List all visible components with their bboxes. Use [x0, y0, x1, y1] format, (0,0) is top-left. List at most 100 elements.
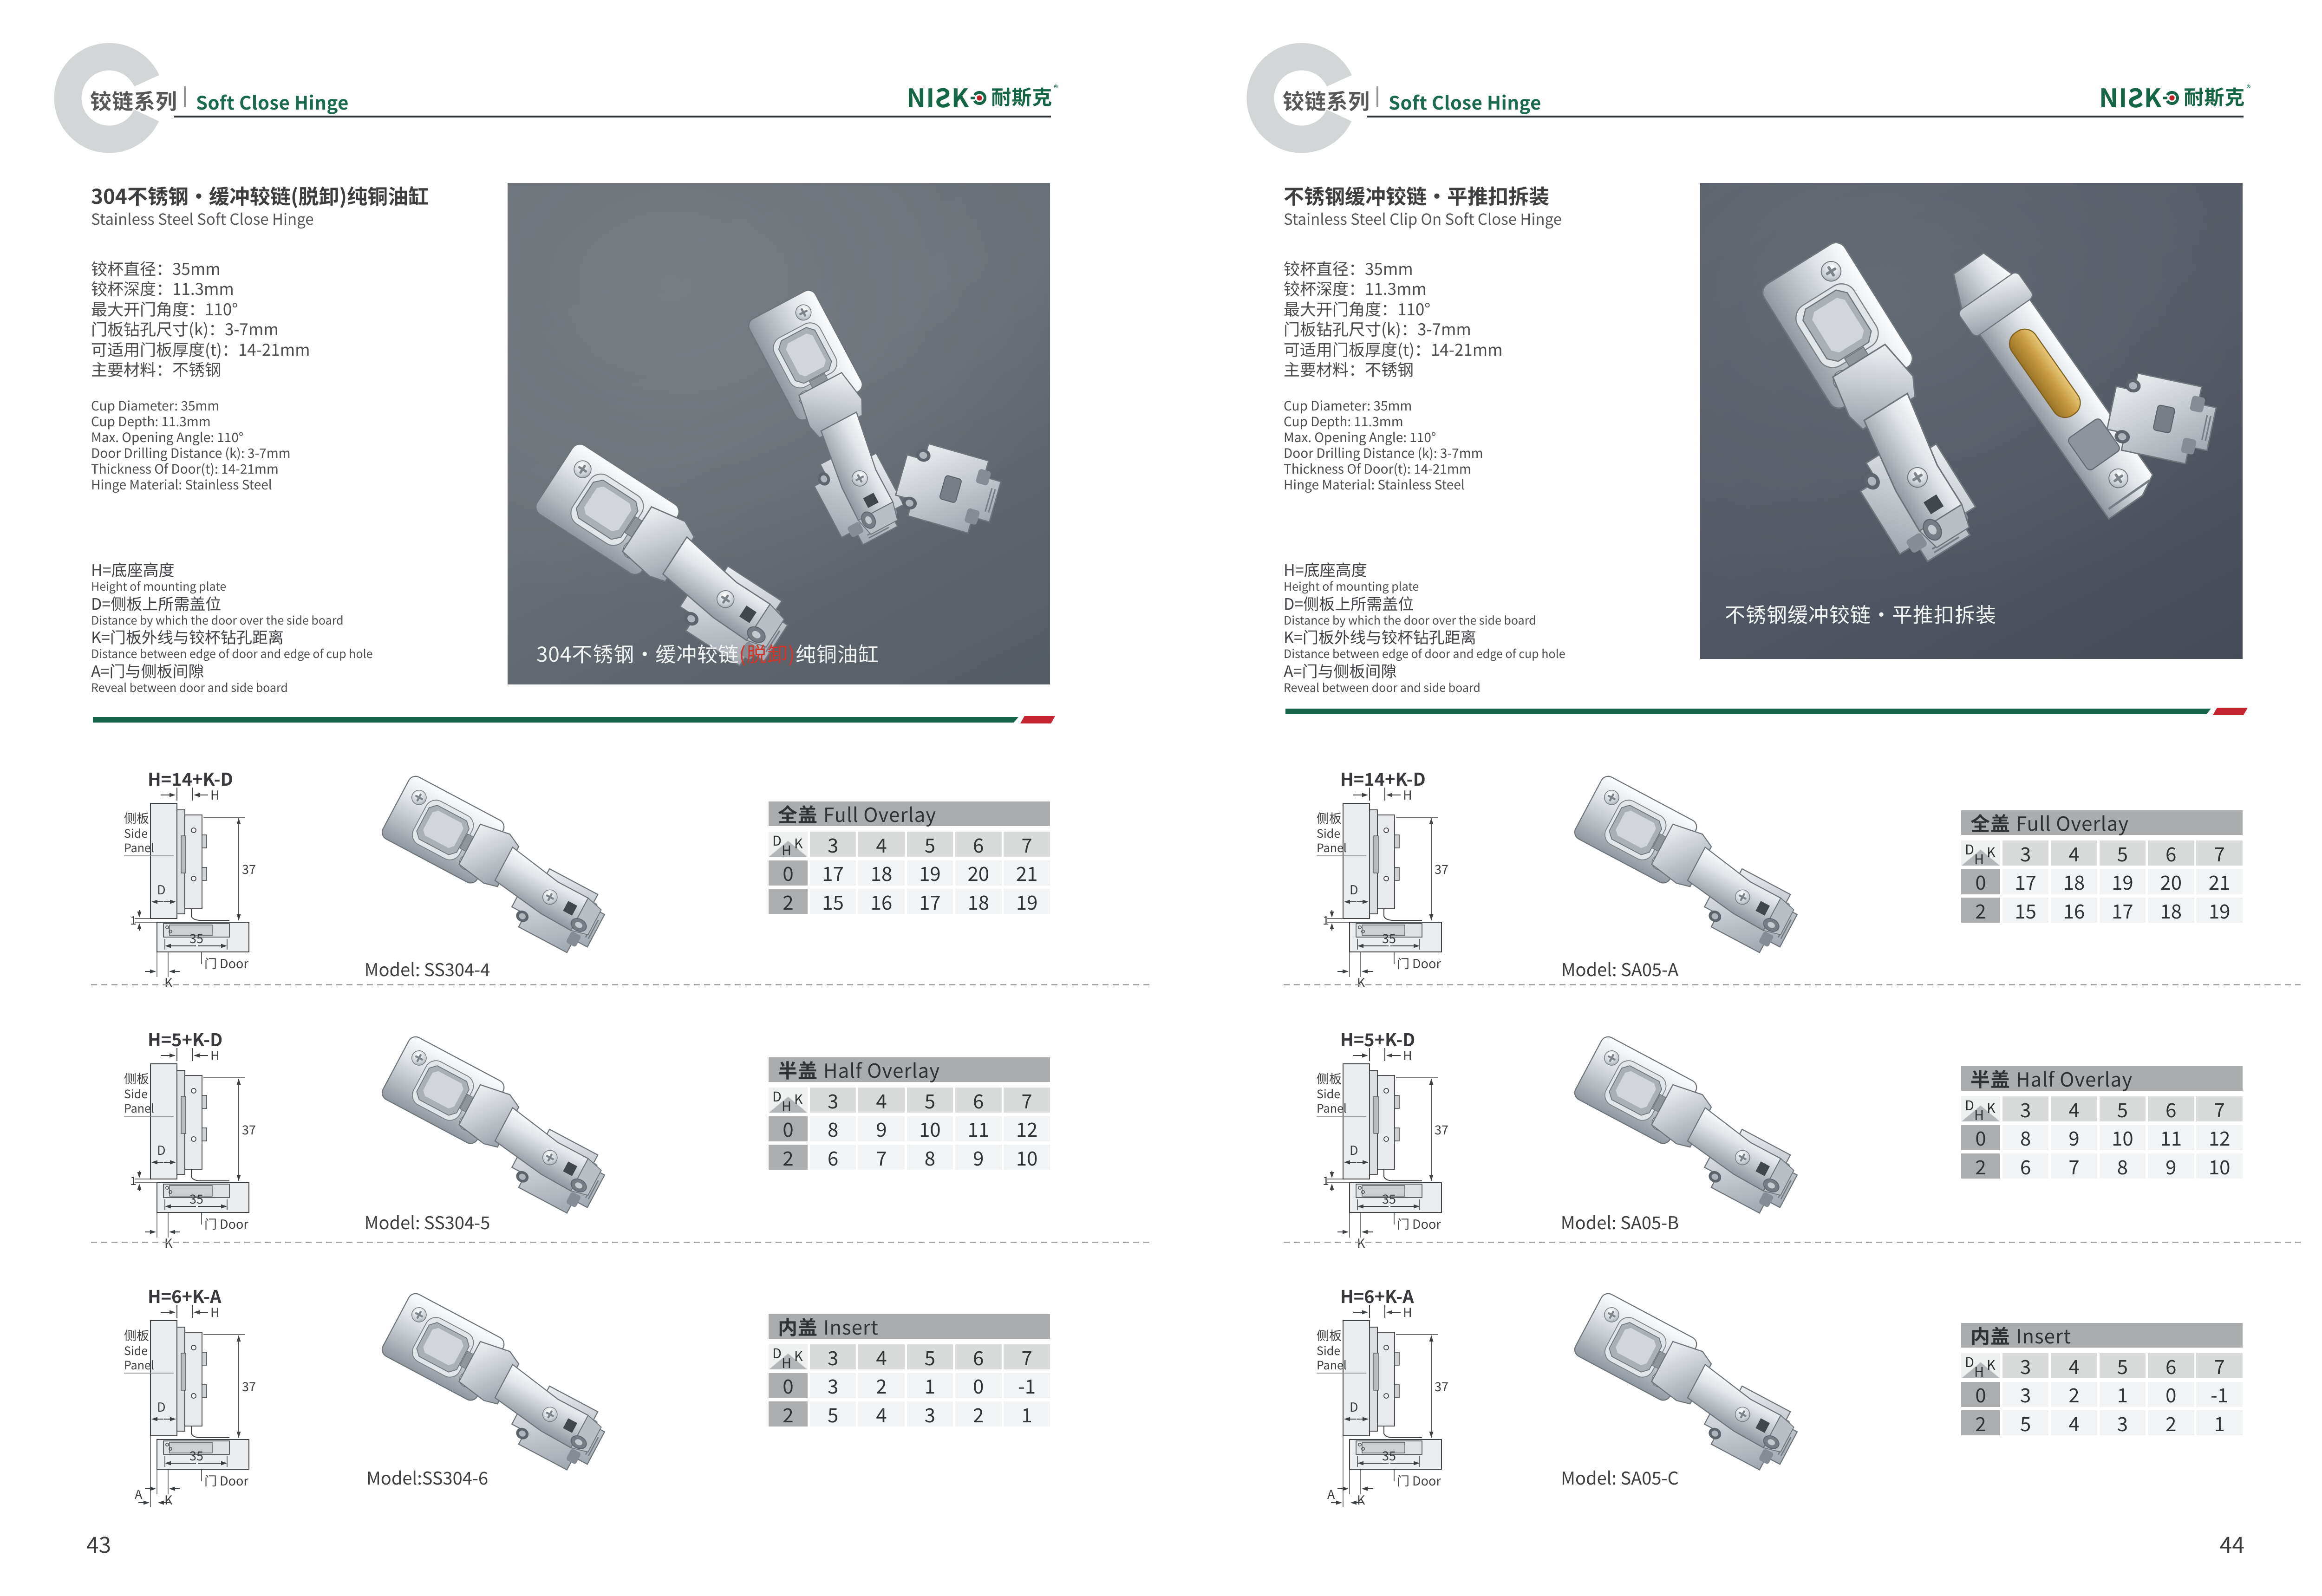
diagram-formula: H=5+K-D: [148, 1031, 222, 1051]
table-cell: 9: [2147, 1152, 2194, 1180]
table-cell: 2: [858, 1371, 905, 1400]
panel-label-zh: 侧板: [1317, 1069, 1342, 1087]
spec-line-zh: 可适用门板厚度(t)：14-21mm: [1284, 337, 1503, 361]
panel-label-zh: 侧板: [124, 1326, 149, 1344]
photo-caption-pre: 不锈钢缓冲铰链·平推扣拆装: [1725, 599, 1996, 628]
hinge-product-image: [1559, 1027, 1829, 1236]
dim-d-label: D: [157, 1397, 166, 1415]
dim-k-label: K: [164, 1490, 173, 1508]
table-cell: 10: [2196, 1152, 2243, 1180]
brand-wordmark-k: K: [2144, 78, 2162, 115]
table-col-header: 3: [809, 1086, 856, 1114]
table-cell: 1: [2196, 1409, 2243, 1437]
table-cell: 18: [2051, 867, 2097, 896]
corner-h: H: [782, 840, 791, 857]
dim-a-label: A: [1327, 1485, 1335, 1503]
table-cell: 8: [2002, 1123, 2049, 1152]
table-corner-cell: D K H: [1961, 1353, 2000, 1378]
spec-list-zh: 铰杯直径：35mm 铰杯深度：11.3mm 最大开门角度：110° 门板钻孔尺寸…: [91, 258, 310, 379]
door-label: 门 Door: [1397, 1214, 1441, 1232]
table-col-header: 6: [2147, 839, 2194, 867]
spec-line-zh: 最大开门角度：110°: [1284, 296, 1431, 320]
table-cell: 3: [809, 1371, 856, 1400]
legend-zh: D=侧板上所需盖位: [91, 591, 222, 614]
table-cell: 21: [1004, 859, 1050, 887]
spec-line-zh: 铰杯直径：35mm: [91, 256, 221, 280]
table-cell: 20: [955, 859, 1002, 887]
corner-k: K: [1987, 1098, 1996, 1117]
spec-line-en: Door Drilling Distance (k): 3-7mm: [91, 443, 291, 462]
corner-d: D: [1965, 840, 1974, 859]
table-grid: D K H 3 4 5 6 7 0 3 2 1 0 -1 2 5 4 3 2 1: [769, 1343, 1050, 1428]
table-col-header: 3: [2002, 1352, 2049, 1380]
table-col-header: 7: [2196, 839, 2243, 867]
panel-label-en1: Side: [124, 1342, 148, 1359]
brand-registered-mark: ®: [1054, 82, 1058, 93]
dim-37-label: 37: [242, 1120, 256, 1138]
panel-label-zh: 侧板: [124, 1069, 149, 1087]
spec-line-en: Hinge Material: Stainless Steel: [91, 475, 272, 494]
series-c-ring-icon: [54, 43, 164, 153]
row-separator: [91, 984, 1151, 985]
corner-k: K: [794, 1346, 803, 1365]
spec-line-en: Cup Depth: 11.3mm: [91, 412, 211, 430]
table-corner-cell: D K H: [769, 1344, 808, 1369]
door-label: 门 Door: [1397, 1471, 1441, 1489]
table-cell: 11: [955, 1114, 1002, 1143]
table-cell: 19: [907, 859, 953, 887]
dim-h-label: H: [1403, 785, 1412, 803]
table-cell: 7: [858, 1143, 905, 1172]
dim-35-label: 35: [189, 1189, 203, 1207]
corner-h: H: [1974, 1361, 1984, 1378]
table-cell: 5: [2002, 1409, 2049, 1437]
row-separator: [1284, 1242, 2301, 1243]
spec-line-en: Door Drilling Distance (k): 3-7mm: [1284, 443, 1483, 462]
spec-line-en: Max. Opening Angle: 110°: [1284, 428, 1436, 446]
table-col-header: 3: [809, 1343, 856, 1371]
table-title-en: Half Overlay: [823, 1055, 940, 1084]
dim-37-label: 37: [242, 860, 256, 878]
photo-caption: 不锈钢缓冲铰链·平推扣拆装: [1725, 599, 1996, 628]
spec-line-en: Max. Opening Angle: 110°: [91, 428, 244, 446]
table-corner-cell: D K H: [769, 832, 808, 857]
panel-label-en1: Side: [124, 1085, 148, 1102]
table-title-zh: 内盖: [1970, 1321, 2011, 1349]
model-label: Model: SA05-C: [1561, 1464, 1679, 1490]
table-col-header: 3: [2002, 1095, 2049, 1123]
dim-35-label: 35: [1382, 929, 1396, 947]
model-label: Model: SS304-5: [364, 1209, 490, 1234]
diagram-formula: H=6+K-A: [148, 1288, 222, 1308]
table-grid: D K H 3 4 5 6 7 0 17 18 19 20 21 2 15 16…: [769, 830, 1050, 916]
door-label: 门 Door: [204, 1471, 248, 1489]
table-cell: 11: [2147, 1123, 2194, 1152]
table-cell: 0: [955, 1371, 1002, 1400]
dimension-legend: H=底座高度 Height of mounting plate D=侧板上所需盖…: [91, 560, 373, 695]
spec-list-en: Cup Diameter: 35mm Cup Depth: 11.3mm Max…: [1284, 397, 1483, 492]
panel-label-en2: Panel: [124, 1356, 154, 1373]
series-title-en: Soft Close Hinge: [1389, 88, 1541, 115]
corner-k: K: [794, 1089, 803, 1108]
panel-label-en2: Panel: [124, 1100, 154, 1116]
table-col-header: 4: [858, 830, 905, 859]
panel-label-zh: 侧板: [124, 808, 149, 827]
corner-k: K: [1987, 842, 1996, 861]
dim-k-label: K: [1357, 1233, 1365, 1250]
table-title-zh: 半盖: [1970, 1064, 2011, 1093]
legend-en: Distance between edge of door and edge o…: [91, 645, 373, 662]
table-cell: 17: [809, 859, 856, 887]
dim-35-label: 35: [189, 1446, 203, 1464]
dim-k-label: K: [164, 1233, 173, 1250]
model-label: Model: SS304-4: [364, 956, 490, 981]
table-col-header: 4: [858, 1343, 905, 1371]
spec-line-zh: 主要材料：不锈钢: [1284, 357, 1414, 381]
table-cell: 1: [907, 1371, 953, 1400]
dim-37-label: 37: [1435, 1377, 1448, 1395]
table-col-header: 6: [2147, 1095, 2194, 1123]
